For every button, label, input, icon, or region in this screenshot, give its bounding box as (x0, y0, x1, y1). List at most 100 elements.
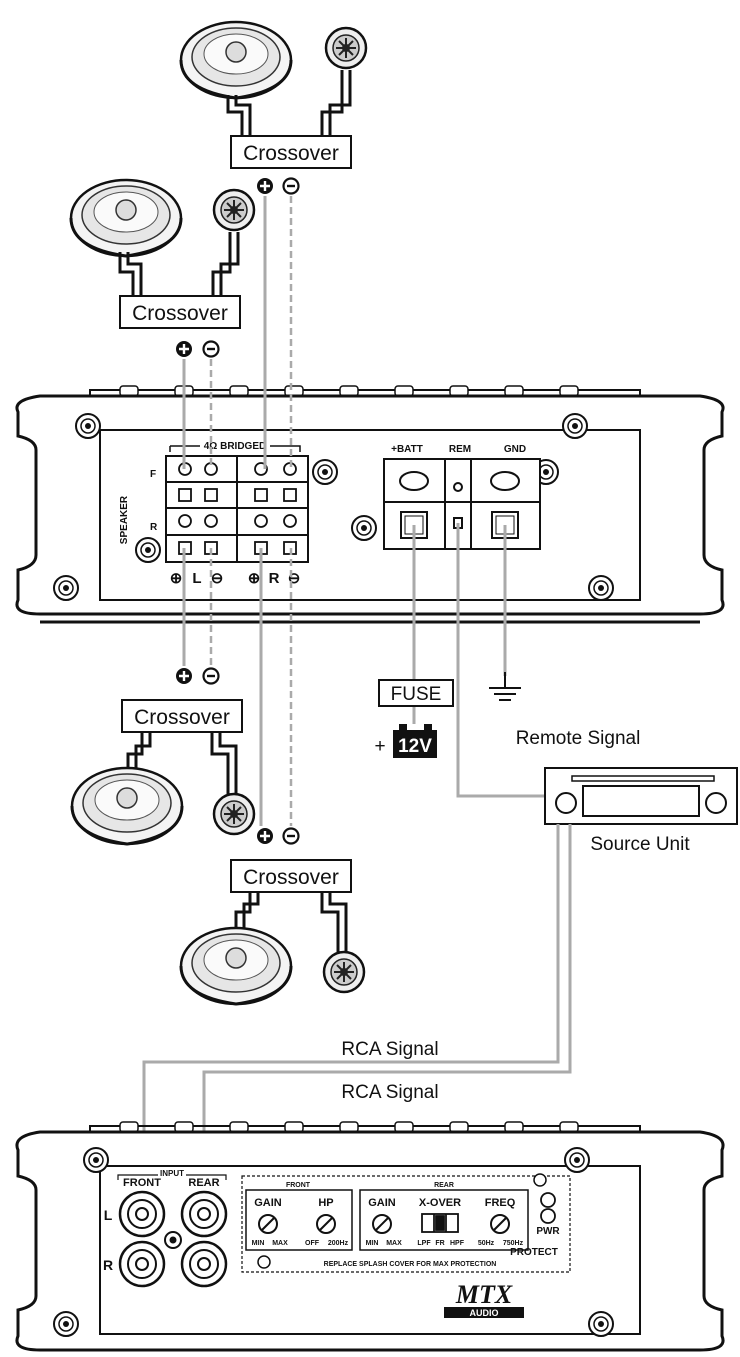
input-label: INPUT (160, 1169, 184, 1178)
minus-terminal-icon (282, 827, 300, 845)
freq-label: FREQ (485, 1197, 516, 1209)
woofer-speaker (69, 178, 183, 258)
protect-label: PROTECT (510, 1247, 558, 1258)
hpf-label: HPF (450, 1240, 465, 1247)
amplifier-bottom-panel: INPUT FRONT REAR L R FRONT REAR GAIN MIN… (15, 1121, 725, 1352)
power-terminal-block (383, 458, 541, 550)
freq-knob[interactable] (490, 1214, 510, 1234)
bridged-label: 4Ω BRIDGED (204, 441, 266, 452)
front-gain-knob[interactable] (258, 1214, 278, 1234)
front-gain-label: GAIN (254, 1197, 282, 1209)
battery-icon (393, 724, 437, 758)
screw-icon (135, 537, 161, 563)
splash-cover-note: REPLACE SPLASH COVER FOR MAX PROTECTION (324, 1261, 497, 1268)
front-section-label: FRONT (286, 1182, 311, 1189)
rear-gain-knob[interactable] (372, 1214, 392, 1234)
crossover-box (230, 135, 352, 169)
screw-icon (83, 1147, 109, 1173)
crossover-label: Crossover (134, 706, 230, 729)
hp-label: HP (318, 1197, 333, 1209)
ground-icon (489, 672, 521, 701)
min-label: MIN (252, 1240, 265, 1247)
tweeter-speaker (322, 950, 366, 994)
battery-voltage-label: 12V (398, 736, 432, 757)
minus-terminal-icon (202, 667, 220, 685)
fuse-box (378, 679, 454, 707)
plus-symbol: ⊕ (248, 570, 261, 587)
min-label: MIN (366, 1240, 379, 1247)
lpf-label: LPF (417, 1240, 431, 1247)
screw-icon (562, 413, 588, 439)
750hz-label: 750Hz (503, 1240, 524, 1247)
front-input-label: FRONT (123, 1177, 161, 1189)
rear-gain-label: GAIN (368, 1197, 396, 1209)
xover-label: X-OVER (419, 1197, 461, 1209)
plus-terminal-icon (174, 666, 194, 686)
woofer-speaker (70, 766, 184, 846)
minus-terminal-icon (282, 177, 300, 195)
screw-icon (564, 1147, 590, 1173)
crossover-label: Crossover (132, 302, 228, 325)
rca-signal-label: RCA Signal (341, 1039, 438, 1060)
xover-switch[interactable] (421, 1213, 459, 1233)
rem-label: REM (449, 444, 471, 455)
crossover-label: Crossover (243, 866, 339, 889)
battery-plus-label: + (374, 736, 385, 757)
crossover-label: Crossover (243, 142, 339, 165)
max-label: MAX (272, 1240, 288, 1247)
brand-logo-text: MTX (455, 1280, 513, 1309)
mtx-audio-logo: MTX AUDIO (444, 1280, 524, 1318)
rear-section-label: REAR (434, 1182, 454, 1189)
screw-icon (53, 575, 79, 601)
rca-signal-label: RCA Signal (341, 1082, 438, 1103)
woofer-speaker (179, 20, 293, 100)
screw-icon (312, 459, 338, 485)
plus-symbol: ⊕ (170, 570, 183, 587)
screw-icon (588, 1311, 614, 1337)
speaker-set-rear-left: Crossover (70, 699, 256, 846)
gnd-label: GND (504, 444, 526, 455)
row-f-label: F (150, 469, 156, 480)
amplifier-top-panel: SPEAKER F R 4Ω BRIDGED ⊕ L ⊖ ⊕ R ⊖ +BATT… (15, 385, 725, 624)
minus-symbol: ⊖ (288, 570, 301, 587)
fuse-label: FUSE (391, 684, 442, 705)
speaker-set-rear-right: Crossover (179, 859, 366, 1006)
crossover-box (119, 295, 241, 329)
screw-icon (53, 1311, 79, 1337)
tweeter-speaker (212, 188, 256, 232)
remote-signal-label: Remote Signal (516, 728, 641, 749)
brand-sub-text: AUDIO (470, 1308, 499, 1318)
woofer-speaker (179, 926, 293, 1006)
r-input-label: R (103, 1257, 113, 1273)
channel-l-label: L (192, 570, 201, 587)
minus-terminal-icon (202, 340, 220, 358)
source-unit (544, 767, 738, 825)
rca-jack-icon (118, 1190, 228, 1288)
plus-terminal-icon (255, 826, 275, 846)
row-r-label: R (150, 522, 158, 533)
50hz-label: 50Hz (478, 1240, 495, 1247)
minus-symbol: ⊖ (211, 570, 224, 587)
crossover-box (121, 699, 243, 733)
plus-terminal-icon (255, 176, 275, 196)
speaker-label: SPEAKER (119, 495, 130, 544)
200hz-label: 200Hz (328, 1240, 349, 1247)
crossover-box (230, 859, 352, 893)
led-indicator-icon (540, 1192, 556, 1224)
rear-input-label: REAR (188, 1177, 219, 1189)
channel-r-label: R (269, 570, 280, 587)
pwr-label: PWR (536, 1226, 560, 1237)
l-input-label: L (104, 1207, 113, 1223)
screw-icon (351, 515, 377, 541)
plus-terminal-icon (174, 339, 194, 359)
tweeter-speaker (212, 792, 256, 836)
source-unit-label: Source Unit (590, 834, 690, 855)
hp-knob[interactable] (316, 1214, 336, 1234)
speaker-set-front-right: Crossover (179, 20, 368, 169)
fr-label: FR (435, 1240, 444, 1247)
off-label: OFF (305, 1240, 320, 1247)
batt-label: +BATT (391, 444, 423, 455)
speaker-set-front-left: Crossover (69, 178, 256, 329)
tweeter-speaker (324, 26, 368, 70)
